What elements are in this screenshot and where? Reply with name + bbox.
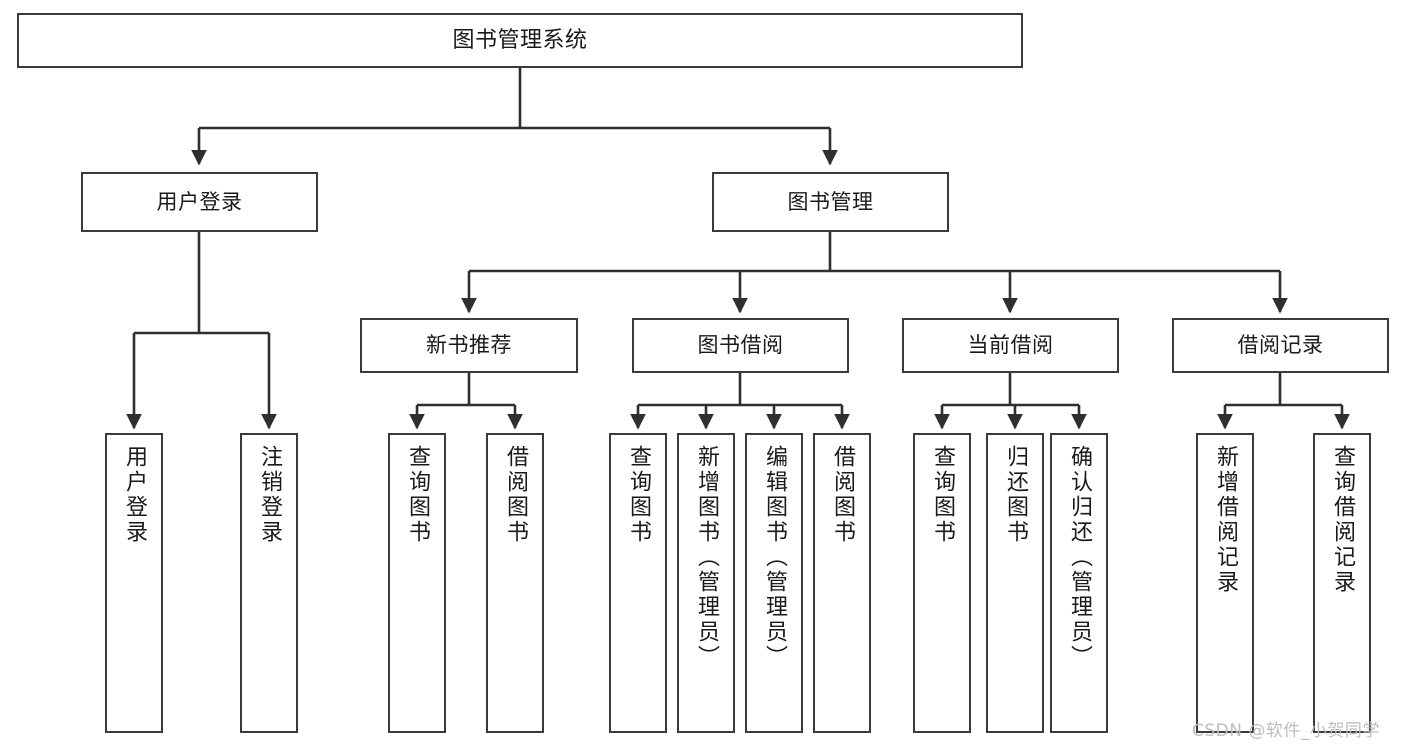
node-label: 用户登录 — [156, 189, 243, 214]
node-label: 借阅图书 — [503, 445, 528, 545]
node-user-login[interactable]: 用户登录 — [81, 172, 318, 232]
node-label: 当前借阅 — [967, 333, 1054, 358]
leaf-current-return-book[interactable]: 归还图书 — [986, 433, 1044, 733]
node-current-borrow[interactable]: 当前借阅 — [902, 318, 1119, 373]
leaf-borrow-query-book[interactable]: 查询图书 — [609, 433, 667, 733]
node-book-management[interactable]: 图书管理 — [712, 172, 949, 232]
csdn-watermark: CSDN @软件_小贺同学 — [1192, 721, 1380, 741]
node-label: 归还图书 — [1003, 445, 1028, 545]
node-root-system[interactable]: 图书管理系统 — [17, 13, 1023, 68]
node-new-book-recommend[interactable]: 新书推荐 — [360, 318, 578, 373]
leaf-borrow-borrow-book[interactable]: 借阅图书 — [813, 433, 871, 733]
leaf-current-query-book[interactable]: 查询图书 — [913, 433, 971, 733]
leaf-user-login[interactable]: 用户登录 — [105, 433, 163, 733]
node-book-borrow[interactable]: 图书借阅 — [632, 318, 849, 373]
node-label: 注销登录 — [257, 445, 282, 545]
node-borrow-records[interactable]: 借阅记录 — [1172, 318, 1389, 373]
node-label: 新书推荐 — [426, 333, 512, 358]
node-label: 新增图书（管理员） — [694, 445, 719, 670]
node-label: 查询图书 — [930, 445, 955, 545]
leaf-logout-login[interactable]: 注销登录 — [240, 433, 298, 733]
node-label: 编辑图书（管理员） — [762, 445, 787, 670]
node-label: 查询借阅记录 — [1330, 445, 1355, 595]
leaf-records-query-record[interactable]: 查询借阅记录 — [1313, 433, 1371, 733]
node-label: 查询图书 — [405, 445, 430, 545]
node-label: 图书管理系统 — [452, 27, 588, 53]
node-label: 查询图书 — [626, 445, 651, 545]
leaf-recommend-query-book[interactable]: 查询图书 — [388, 433, 446, 733]
node-label: 新增借阅记录 — [1213, 445, 1238, 595]
node-label: 用户登录 — [122, 445, 147, 545]
node-label: 借阅记录 — [1237, 333, 1324, 358]
node-label: 图书管理 — [787, 189, 874, 214]
node-label: 图书借阅 — [697, 333, 784, 358]
leaf-recommend-borrow-book[interactable]: 借阅图书 — [486, 433, 544, 733]
leaf-records-add-record[interactable]: 新增借阅记录 — [1196, 433, 1254, 733]
node-label: 借阅图书 — [830, 445, 855, 545]
leaf-borrow-add-book-admin[interactable]: 新增图书（管理员） — [677, 433, 735, 733]
leaf-borrow-edit-book-admin[interactable]: 编辑图书（管理员） — [745, 433, 803, 733]
node-label: 确认归还（管理员） — [1067, 445, 1092, 670]
leaf-current-confirm-return-admin[interactable]: 确认归还（管理员） — [1050, 433, 1108, 733]
